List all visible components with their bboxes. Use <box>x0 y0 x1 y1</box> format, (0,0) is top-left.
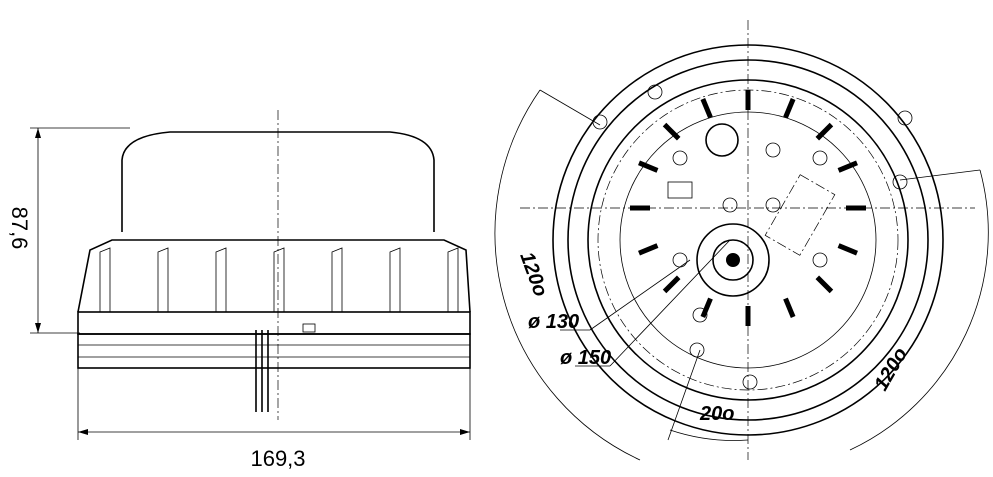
mounting-hole <box>672 252 688 268</box>
mounting-hole <box>892 174 908 190</box>
top-view: 120o 120o 20o ø 130 ø 150 <box>494 20 989 461</box>
mounting-hole <box>812 150 828 166</box>
side-view: 87,6 169,3 <box>7 110 471 471</box>
fin <box>157 247 169 312</box>
angle-label-left: 120o <box>515 249 551 299</box>
fin <box>331 247 343 312</box>
led-slot <box>837 243 858 256</box>
angle-arc-right <box>849 169 989 451</box>
led-slot <box>700 98 713 119</box>
led-slot <box>783 297 796 318</box>
led-slot <box>662 275 681 294</box>
dome <box>121 131 435 232</box>
mounting-hole <box>897 110 913 126</box>
mounting-hole <box>692 307 708 323</box>
mounting-hole <box>647 84 663 100</box>
mounting-hole <box>592 114 608 130</box>
mounting-hole <box>765 142 781 158</box>
base-upper <box>77 311 471 335</box>
fin-ring <box>77 239 471 313</box>
led-slot <box>700 297 713 318</box>
fin <box>215 247 227 312</box>
mounting-hole <box>672 150 688 166</box>
vent-hole <box>705 123 739 157</box>
mounting-holes <box>592 84 913 390</box>
led-slot <box>815 275 834 294</box>
mounting-hole <box>742 374 758 390</box>
mounting-hole <box>765 197 781 213</box>
diameter-150-label: ø 150 <box>560 347 611 369</box>
led-slot <box>662 122 681 141</box>
cable <box>255 330 269 412</box>
diameter-130-label: ø 130 <box>528 311 579 333</box>
width-dimension-label: 169,3 <box>250 446 305 471</box>
mounting-hole <box>812 252 828 268</box>
mounting-hole <box>689 342 705 358</box>
led-slot <box>638 160 659 173</box>
mounting-hole <box>722 197 738 213</box>
led-slots <box>630 90 866 326</box>
angle-label-bottom: 20o <box>699 403 734 425</box>
height-dimension-label: 87,6 <box>7 207 32 250</box>
cooling-fins <box>99 247 459 312</box>
base-lower <box>77 333 471 369</box>
angle-arc-left <box>494 89 641 461</box>
led-slot <box>638 243 659 256</box>
led-slot <box>815 122 834 141</box>
led-slot <box>783 98 796 119</box>
fin <box>99 247 111 312</box>
fin <box>389 247 401 312</box>
angle-arc-bottom <box>669 429 749 441</box>
fin <box>273 247 285 312</box>
led-slot <box>837 160 858 173</box>
center-hub <box>696 223 770 297</box>
angle-label-right: 120o <box>870 344 912 394</box>
fin <box>447 247 459 312</box>
